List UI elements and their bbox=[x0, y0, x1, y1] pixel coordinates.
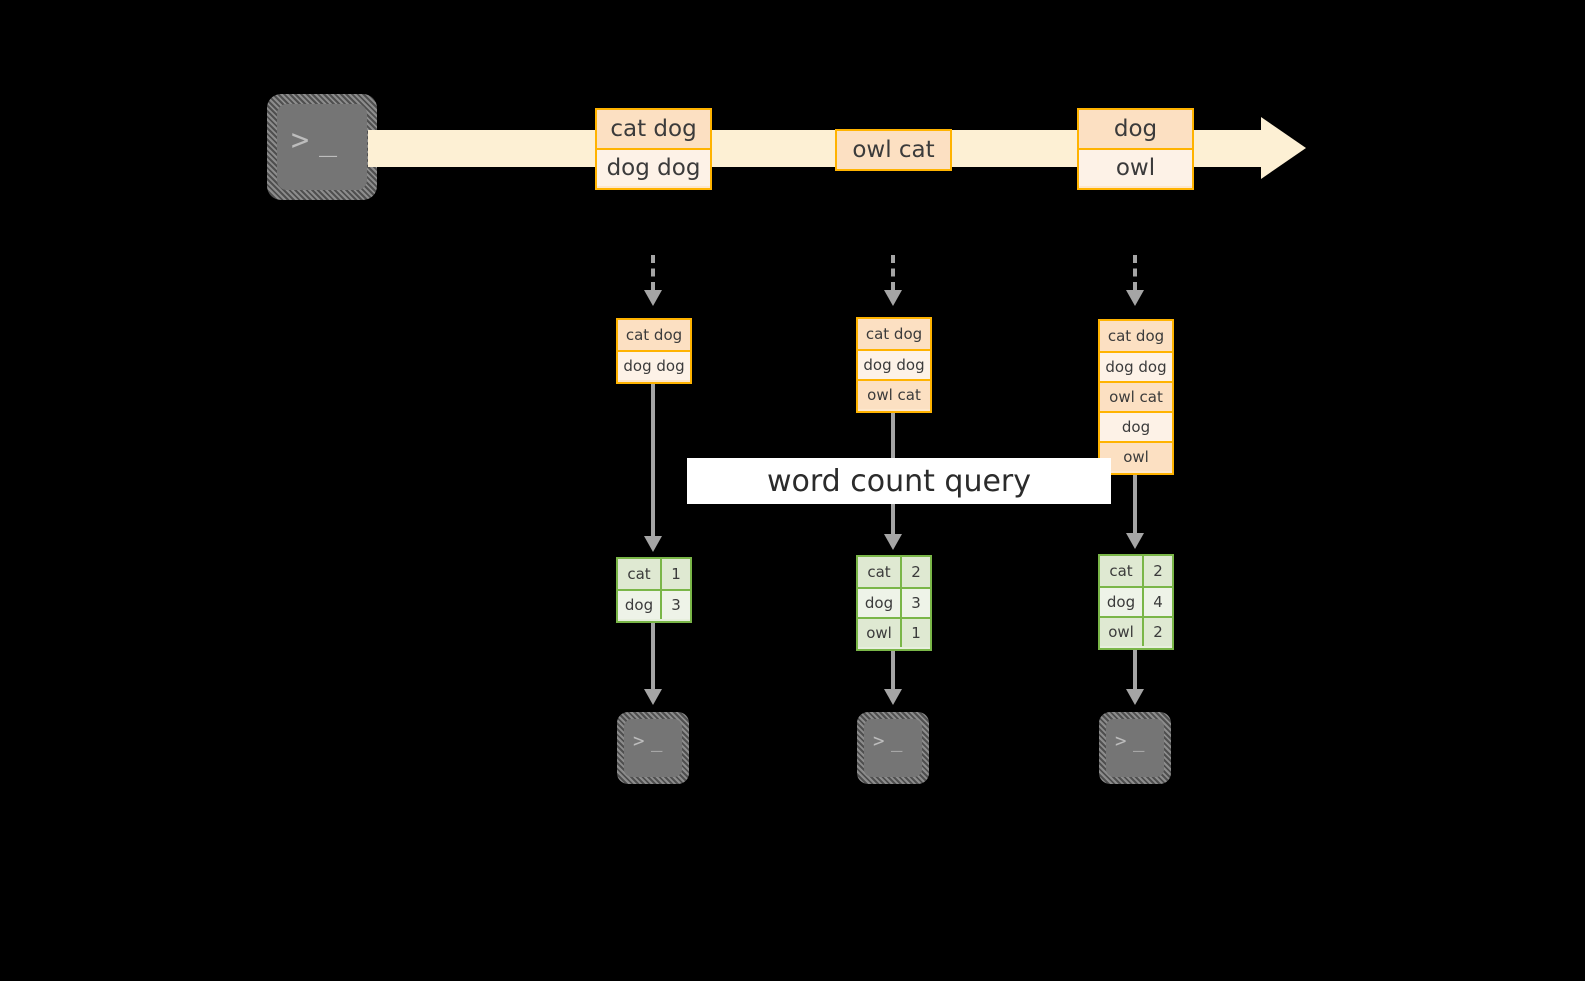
snapshot-1-result-table: cat 1 dog 3 bbox=[616, 557, 692, 623]
terminal-cursor-glyph: _ bbox=[651, 730, 663, 752]
table-row: dog 3 bbox=[618, 589, 690, 619]
snapshot-3-result-table: cat 2 dog 4 owl 2 bbox=[1098, 554, 1174, 650]
snapshot-1-sink-arrowhead bbox=[644, 689, 662, 705]
terminal-screen: > _ bbox=[277, 104, 367, 190]
table-row: owl 1 bbox=[858, 617, 930, 647]
input-line: dog bbox=[1100, 411, 1172, 441]
snapshot-2-sink-arrowhead bbox=[884, 689, 902, 705]
result-count: 1 bbox=[660, 559, 690, 589]
stream-record-2: owl cat bbox=[835, 129, 952, 171]
terminal-cursor-glyph: _ bbox=[1133, 730, 1145, 752]
result-word: cat bbox=[1100, 556, 1142, 586]
snapshot-tap-arrowhead-1 bbox=[644, 290, 662, 306]
source-terminal-icon: > _ bbox=[267, 94, 377, 200]
snapshot-1-query-connector bbox=[651, 384, 655, 536]
snapshot-1-sink-terminal-icon: > _ bbox=[617, 712, 689, 784]
terminal-prompt-glyph: > bbox=[1115, 730, 1127, 752]
result-word: dog bbox=[1100, 588, 1142, 616]
terminal-screen: > _ bbox=[864, 719, 922, 777]
table-row: owl 2 bbox=[1100, 616, 1172, 646]
input-line: owl bbox=[1100, 441, 1172, 471]
stream-arrow-head bbox=[1261, 117, 1309, 179]
result-word: owl bbox=[858, 619, 900, 647]
snapshot-3-query-connector bbox=[1133, 475, 1137, 533]
result-count: 2 bbox=[1142, 556, 1172, 586]
input-line: owl cat bbox=[1100, 381, 1172, 411]
snapshot-1-input-table: cat dog dog dog bbox=[616, 318, 692, 384]
table-row: cat 1 bbox=[618, 559, 690, 589]
snapshot-2-query-arrowhead bbox=[884, 534, 902, 550]
snapshot-3-sink-terminal-icon: > _ bbox=[1099, 712, 1171, 784]
result-word: dog bbox=[858, 589, 900, 617]
snapshot-3-sink-connector bbox=[1133, 650, 1137, 689]
snapshot-2-sink-connector bbox=[891, 651, 895, 689]
snapshot-3-input-table: cat dog dog dog owl cat dog owl bbox=[1098, 319, 1174, 475]
terminal-cursor-glyph: _ bbox=[891, 730, 903, 752]
snapshot-1-sink-connector bbox=[651, 623, 655, 689]
terminal-cursor-glyph: _ bbox=[319, 123, 338, 158]
result-count: 2 bbox=[900, 557, 930, 587]
snapshot-tap-line-1 bbox=[651, 255, 655, 290]
result-word: owl bbox=[1100, 618, 1142, 646]
input-line: cat dog bbox=[618, 320, 690, 350]
input-line: dog dog bbox=[1100, 351, 1172, 381]
record-line: dog bbox=[1079, 110, 1192, 148]
result-count: 3 bbox=[660, 591, 690, 619]
table-row: dog 3 bbox=[858, 587, 930, 617]
query-label-band: word count query bbox=[687, 458, 1111, 504]
result-word: dog bbox=[618, 591, 660, 619]
snapshot-3-query-arrowhead bbox=[1126, 533, 1144, 549]
terminal-screen: > _ bbox=[1106, 719, 1164, 777]
input-line: dog dog bbox=[858, 349, 930, 379]
terminal-screen: > _ bbox=[624, 719, 682, 777]
table-row: dog 4 bbox=[1100, 586, 1172, 616]
record-line: owl cat bbox=[837, 131, 950, 169]
record-line: owl bbox=[1079, 148, 1192, 186]
input-line: dog dog bbox=[618, 350, 690, 380]
table-row: cat 2 bbox=[858, 557, 930, 587]
record-line: dog dog bbox=[597, 148, 710, 186]
result-count: 1 bbox=[900, 619, 930, 647]
result-count: 2 bbox=[1142, 618, 1172, 646]
record-line: cat dog bbox=[597, 110, 710, 148]
snapshot-2-input-table: cat dog dog dog owl cat bbox=[856, 317, 932, 413]
result-count: 3 bbox=[900, 589, 930, 617]
snapshot-2-result-table: cat 2 dog 3 owl 1 bbox=[856, 555, 932, 651]
input-line: cat dog bbox=[858, 319, 930, 349]
input-line: cat dog bbox=[1100, 321, 1172, 351]
result-word: cat bbox=[858, 557, 900, 587]
snapshot-2-sink-terminal-icon: > _ bbox=[857, 712, 929, 784]
query-label-text: word count query bbox=[766, 463, 1032, 499]
terminal-prompt-glyph: > bbox=[633, 730, 645, 752]
stream-record-1: cat dog dog dog bbox=[595, 108, 712, 190]
snapshot-tap-line-2 bbox=[891, 255, 895, 290]
result-word: cat bbox=[618, 559, 660, 589]
result-count: 4 bbox=[1142, 588, 1172, 616]
snapshot-3-sink-arrowhead bbox=[1126, 689, 1144, 705]
snapshot-tap-line-3 bbox=[1133, 255, 1137, 290]
snapshot-tap-arrowhead-2 bbox=[884, 290, 902, 306]
terminal-prompt-glyph: > bbox=[291, 123, 310, 158]
table-row: cat 2 bbox=[1100, 556, 1172, 586]
stream-record-3: dog owl bbox=[1077, 108, 1194, 190]
snapshot-tap-arrowhead-3 bbox=[1126, 290, 1144, 306]
terminal-prompt-glyph: > bbox=[873, 730, 885, 752]
snapshot-1-query-arrowhead bbox=[644, 536, 662, 552]
input-line: owl cat bbox=[858, 379, 930, 409]
